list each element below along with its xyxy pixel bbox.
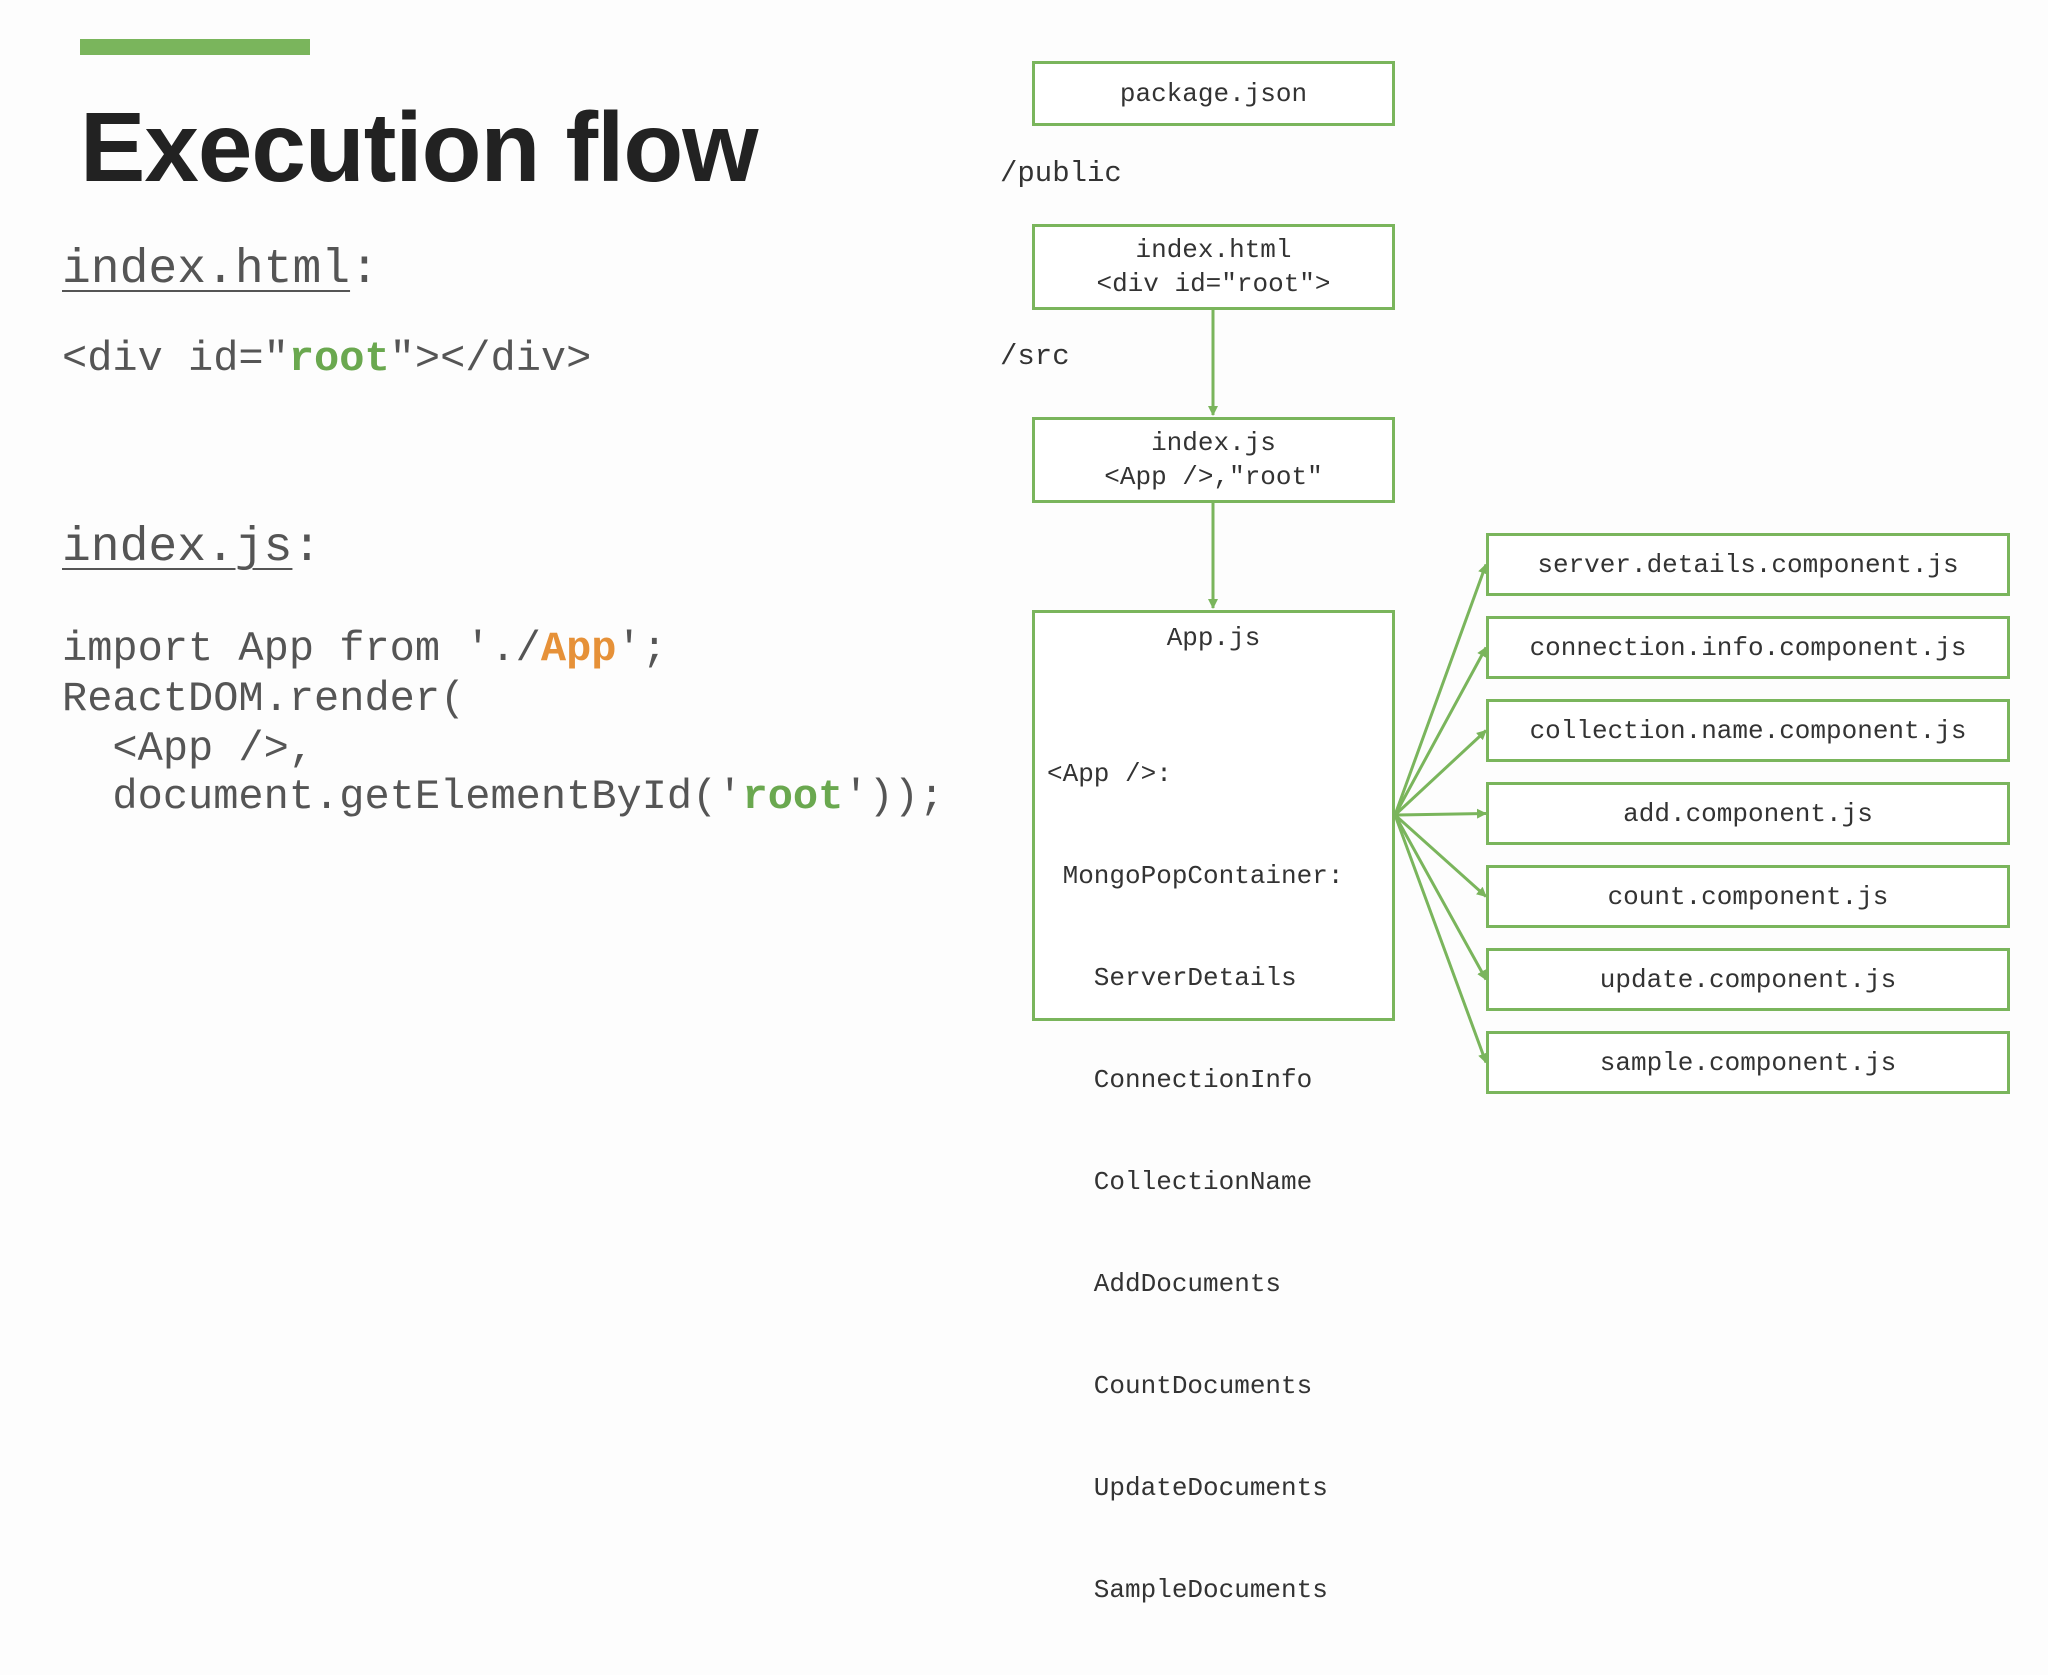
package-json-box: package.json: [1032, 61, 1395, 126]
index-js-heading-text: index.js: [62, 521, 293, 575]
index-js-box: index.js <App />,"root": [1032, 417, 1395, 503]
index-js-code-line-4: document.getElementById('root'));: [62, 776, 944, 818]
component-box-sample: sample.component.js: [1486, 1031, 2010, 1094]
index-html-box-line-2: <div id="root">: [1096, 269, 1331, 299]
index-html-box-line-1: index.html: [1135, 235, 1292, 265]
code-text: "></div>: [389, 335, 592, 383]
app-js-line: SampleDocuments: [1047, 1575, 1328, 1605]
component-label: count.component.js: [1607, 881, 1889, 912]
component-label: sample.component.js: [1599, 1047, 1897, 1078]
arrow-app-to-component-3: [1393, 729, 1488, 817]
index-js-heading: index.js:: [62, 524, 321, 572]
index-js-code-line-1: import App from './App';: [62, 628, 667, 670]
component-label: add.component.js: [1623, 798, 1873, 829]
index-js-heading-colon: :: [292, 521, 322, 575]
code-text: import App from './: [62, 625, 541, 673]
index-js-code-line-2: ReactDOM.render(: [62, 675, 466, 723]
component-box-server-details: server.details.component.js: [1486, 533, 2010, 596]
index-js-box-line-1: index.js: [1151, 428, 1276, 458]
component-label: collection.name.component.js: [1529, 715, 1967, 746]
component-box-update: update.component.js: [1486, 948, 2010, 1011]
component-box-add: add.component.js: [1486, 782, 2010, 845]
arrows-app-to-components: [1393, 563, 1488, 1064]
app-js-title: App.js: [1166, 623, 1261, 653]
code-text: '));: [843, 773, 945, 821]
index-html-heading-text: index.html: [62, 243, 351, 297]
arrow-app-to-component-7: [1393, 814, 1488, 1064]
app-js-line: MongoPopContainer:: [1047, 861, 1344, 891]
code-text: <div id=": [62, 335, 289, 383]
accent-bar: [80, 39, 310, 55]
component-box-collection-name: collection.name.component.js: [1486, 699, 2010, 762]
code-highlight-root: root: [288, 335, 390, 383]
arrow-app-to-component-5: [1393, 813, 1488, 898]
index-html-heading-colon: :: [350, 243, 379, 297]
index-html-box: index.html <div id="root">: [1032, 224, 1395, 310]
arrow-app-to-component-6: [1393, 814, 1488, 981]
package-json-label: package.json: [1119, 78, 1308, 109]
component-label: server.details.component.js: [1537, 549, 1959, 580]
app-js-line: UpdateDocuments: [1047, 1473, 1328, 1503]
arrow-app-to-component-1: [1393, 563, 1488, 816]
flow-arrows: [1208, 309, 1488, 1064]
code-highlight-root: root: [742, 773, 844, 821]
index-html-code: <div id="root"></div>: [62, 338, 591, 380]
app-js-line: <App />:: [1047, 759, 1172, 789]
app-js-line: CollectionName: [1047, 1167, 1313, 1197]
arrow-app-to-component-4: [1394, 808, 1487, 819]
component-box-connection-info: connection.info.component.js: [1486, 616, 2010, 679]
component-label: update.component.js: [1599, 964, 1897, 995]
app-js-line: AddDocuments: [1047, 1269, 1282, 1299]
app-js-line: CountDocuments: [1047, 1371, 1313, 1401]
app-js-line: ServerDetails: [1047, 963, 1297, 993]
code-text: document.getElementById(': [62, 773, 743, 821]
component-label: connection.info.component.js: [1529, 632, 1967, 663]
public-folder-label: /public: [1000, 157, 1122, 190]
component-box-count: count.component.js: [1486, 865, 2010, 928]
index-html-heading: index.html:: [62, 246, 379, 294]
app-js-body: <App />: MongoPopContainer: ServerDetail…: [1035, 689, 1392, 1675]
src-folder-label: /src: [1000, 340, 1070, 373]
index-js-box-line-2: <App />,"root": [1104, 462, 1323, 492]
slide-title: Execution flow: [80, 92, 759, 202]
app-js-box: App.js <App />: MongoPopContainer: Serve…: [1032, 610, 1395, 1605]
app-js-line: ConnectionInfo: [1047, 1065, 1313, 1095]
code-highlight-app: App: [540, 625, 617, 673]
code-text: ';: [616, 625, 667, 673]
arrow-app-to-component-2: [1393, 646, 1488, 816]
index-js-code-line-3: <App />,: [62, 725, 315, 773]
